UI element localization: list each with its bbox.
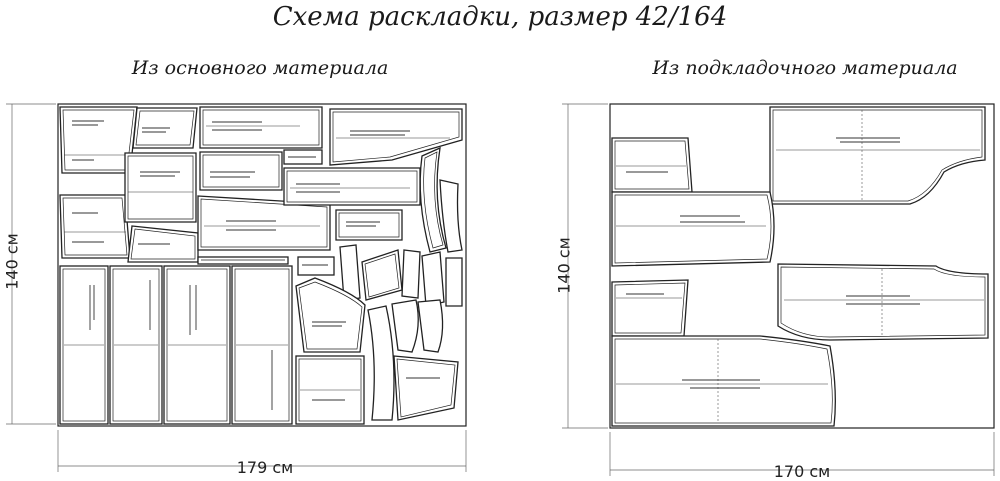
pattern-piece — [197, 256, 289, 265]
pattern-piece — [611, 335, 836, 427]
lining-material-subtitle: Из подкладочного материала — [652, 57, 958, 79]
main-width-label: 179 см — [236, 458, 294, 477]
page-title: Схема раскладки, размер 42/164 — [272, 2, 728, 32]
pattern-piece — [59, 194, 131, 259]
pattern-piece — [59, 265, 109, 425]
pattern-piece — [339, 244, 361, 301]
lining-pattern-pieces — [611, 106, 989, 427]
pattern-piece — [109, 265, 163, 425]
pattern-piece — [419, 146, 447, 253]
main-pattern-pieces — [59, 106, 463, 425]
pattern-piece — [199, 106, 323, 149]
pattern-piece — [769, 106, 986, 205]
pattern-piece — [401, 249, 421, 299]
pattern-piece — [163, 265, 231, 425]
pattern-piece — [611, 191, 775, 267]
pattern-piece — [199, 151, 283, 191]
lining-width-label: 170 см — [773, 462, 831, 481]
pattern-piece — [417, 299, 444, 353]
pattern-piece — [283, 167, 421, 206]
main-material-subtitle: Из основного материала — [131, 57, 389, 79]
pattern-piece — [124, 152, 197, 223]
pattern-piece — [283, 149, 323, 165]
pattern-piece — [329, 108, 463, 166]
lining-height-label: 140 см — [554, 237, 574, 294]
main-height-label: 140 см — [2, 233, 22, 290]
pattern-piece — [439, 179, 463, 253]
pattern-piece — [611, 279, 689, 337]
pattern-piece — [295, 277, 366, 353]
pattern-piece — [335, 209, 403, 241]
pattern-piece — [393, 355, 459, 421]
pattern-piece — [132, 107, 198, 149]
pattern-piece — [367, 305, 395, 421]
pattern-piece — [231, 265, 293, 425]
main-dimension-lines — [6, 103, 467, 472]
pattern-piece — [295, 355, 365, 425]
pattern-piece — [445, 257, 463, 307]
pattern-piece — [777, 263, 989, 341]
pattern-piece — [297, 256, 335, 276]
lining-dimension-lines — [562, 103, 995, 476]
pattern-piece — [421, 251, 445, 307]
pattern-piece — [611, 137, 693, 193]
pattern-piece — [127, 225, 199, 263]
pattern-piece — [391, 299, 419, 353]
